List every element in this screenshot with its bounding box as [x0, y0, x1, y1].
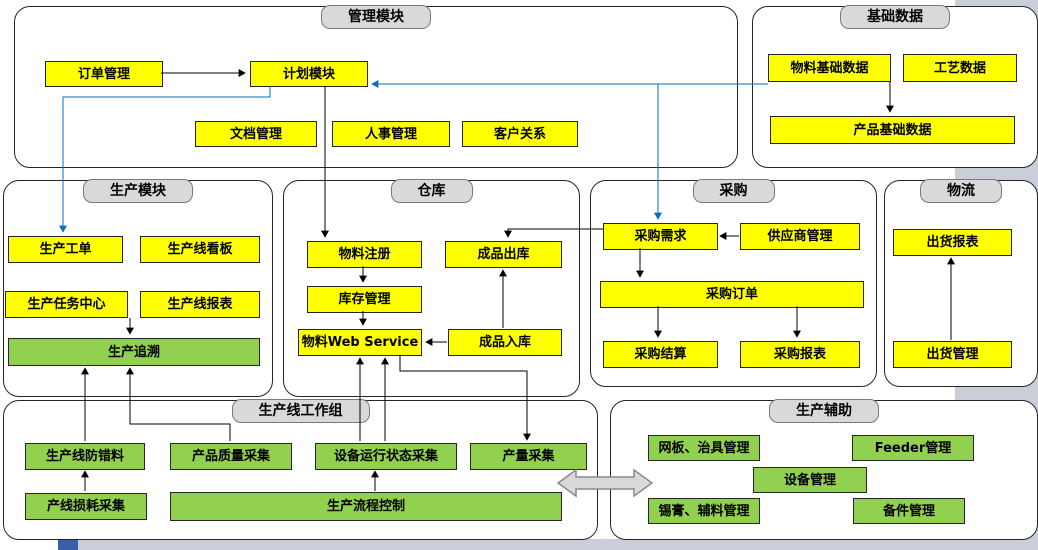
- node-material-registration: 物料注册: [307, 241, 422, 268]
- node-solder-paste-management: 锡膏、辅料管理: [648, 498, 760, 524]
- node-purchase-order: 采购订单: [600, 281, 864, 308]
- node-document-management: 文档管理: [195, 121, 317, 147]
- node-order-management: 订单管理: [45, 61, 163, 87]
- node-production-task-center: 生产任务中心: [5, 291, 128, 318]
- node-purchase-settlement: 采购结算: [603, 341, 718, 368]
- node-material-basic-data: 物料基础数据: [768, 54, 891, 82]
- node-shipment-report: 出货报表: [893, 229, 1012, 256]
- node-equipment-management: 设备管理: [753, 467, 867, 493]
- group-purchase-title: 采购: [692, 179, 775, 203]
- node-process-data: 工艺数据: [903, 54, 1017, 82]
- node-line-report: 生产线报表: [140, 291, 260, 318]
- node-output-collection: 产量采集: [470, 443, 587, 470]
- node-product-basic-data: 产品基础数据: [770, 116, 1015, 144]
- node-spare-parts-management: 备件管理: [853, 498, 965, 524]
- node-inventory-management: 库存管理: [307, 286, 422, 313]
- node-production-work-order: 生产工单: [8, 236, 123, 263]
- group-warehouse-title: 仓库: [390, 179, 473, 203]
- group-logistics-title: 物流: [920, 179, 1002, 203]
- group-production-title: 生产模块: [83, 179, 193, 203]
- node-customer-relations: 客户关系: [462, 121, 578, 147]
- node-purchase-demand: 采购需求: [603, 223, 718, 250]
- node-feeder-management: Feeder管理: [852, 435, 974, 461]
- node-finished-goods-outbound: 成品出库: [445, 241, 562, 268]
- bottom-blue-fragment: [58, 540, 78, 550]
- node-line-loss-collection: 产线损耗采集: [25, 493, 147, 520]
- node-supplier-management: 供应商管理: [740, 223, 860, 250]
- node-purchase-report: 采购报表: [740, 341, 860, 368]
- node-finished-goods-inbound: 成品入库: [448, 329, 562, 356]
- node-shipment-management: 出货管理: [893, 341, 1012, 368]
- node-stencil-fixture-management: 网板、治具管理: [648, 435, 760, 461]
- node-process-control: 生产流程控制: [170, 492, 562, 521]
- group-basic-data-title: 基础数据: [840, 5, 950, 29]
- bottom-gray-band: [75, 539, 1038, 550]
- node-quality-collection: 产品质量采集: [170, 443, 292, 470]
- group-production-aux-title: 生产辅助: [769, 399, 879, 423]
- node-material-web-service: 物料Web Service: [298, 329, 422, 356]
- node-equipment-status-collection: 设备运行状态采集: [315, 443, 457, 470]
- group-management-title: 管理模块: [321, 5, 431, 29]
- node-line-error-proofing: 生产线防错料: [25, 443, 145, 470]
- node-production-trace: 生产追溯: [8, 338, 260, 366]
- node-line-kanban: 生产线看板: [140, 236, 260, 263]
- group-line-workgroup-title: 生产线工作组: [231, 399, 370, 423]
- node-hr-management: 人事管理: [332, 121, 450, 147]
- node-plan-module: 计划模块: [250, 61, 368, 87]
